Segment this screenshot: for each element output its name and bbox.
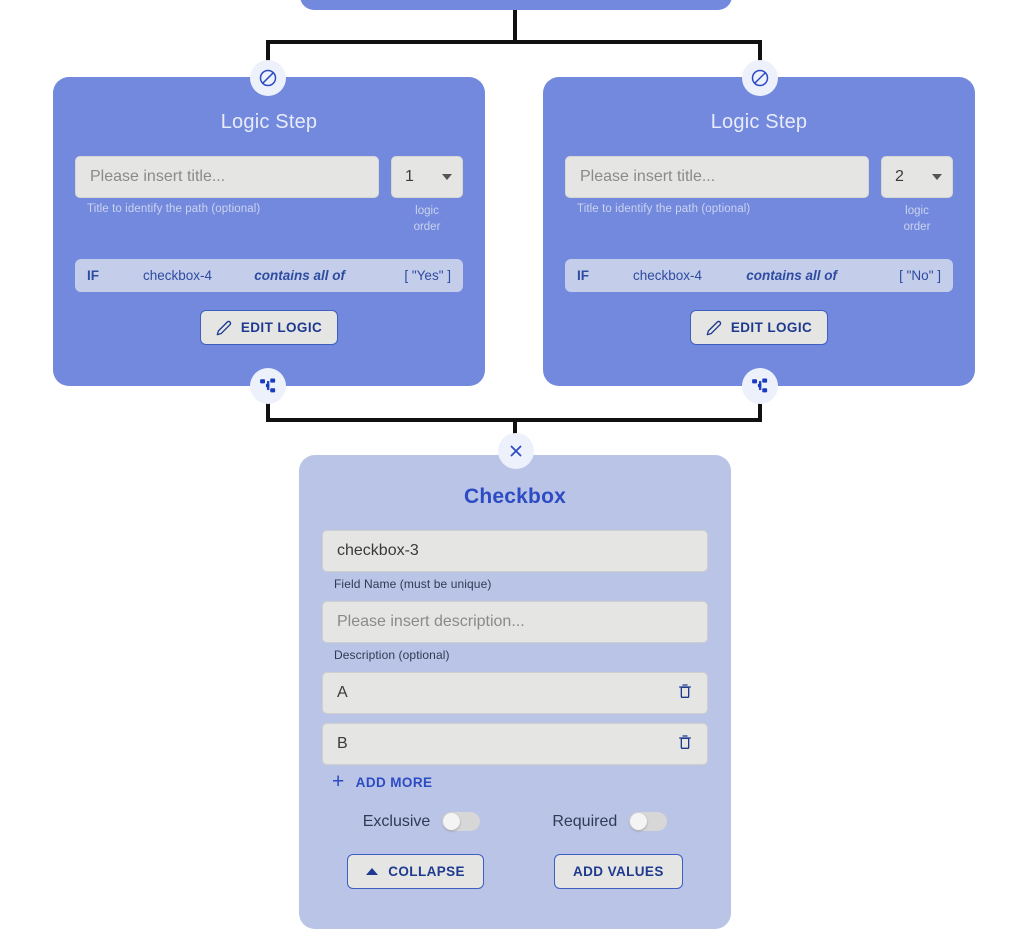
condition-value-1: [ "Yes" ]	[404, 268, 451, 283]
exclusive-toggle-group: Exclusive	[363, 812, 481, 831]
chevron-down-icon	[442, 174, 452, 180]
chevron-down-icon	[932, 174, 942, 180]
title-input-placeholder-1: Please insert title...	[90, 168, 226, 185]
block-circle-slash-icon-badge-1[interactable]	[250, 60, 286, 96]
pencil-icon	[216, 320, 232, 335]
pencil-icon	[706, 320, 722, 335]
condition-value-2: [ "No" ]	[899, 268, 941, 283]
title-input-2[interactable]: Please insert title...	[565, 156, 869, 198]
logic-step-card-1[interactable]: Logic Step Please insert title... Title …	[53, 77, 485, 386]
condition-keyword-1: IF	[87, 268, 99, 283]
edit-logic-label-1: EDIT LOGIC	[240, 320, 323, 335]
connector-vertical-top	[513, 10, 517, 44]
logic-step-title-row-2: Please insert title... Title to identify…	[543, 156, 975, 235]
value-text-a: A	[337, 684, 348, 701]
trash-icon[interactable]	[677, 733, 693, 756]
exclusive-label: Exclusive	[362, 812, 431, 830]
condition-operator-2: contains all of	[746, 268, 838, 283]
add-more-label: ADD MORE	[355, 774, 433, 790]
toggle-knob	[630, 813, 648, 830]
logic-order-select-2[interactable]: 2	[881, 156, 953, 198]
checkbox-panel-body: checkbox-3 Field Name (must be unique) P…	[299, 530, 731, 889]
logic-order-helper-2: logic order	[903, 205, 931, 233]
value-input-b[interactable]: B	[322, 723, 708, 765]
condition-bar-1[interactable]: IF checkbox-4 contains all of [ "Yes" ]	[75, 259, 463, 292]
required-label: Required	[552, 812, 618, 830]
parent-node-card[interactable]	[300, 0, 732, 10]
connector-vertical-right	[758, 40, 762, 74]
logic-order-helper-1: logic order	[413, 205, 441, 233]
field-name-input[interactable]: checkbox-3	[322, 530, 708, 572]
close-x-icon-badge[interactable]	[498, 433, 534, 469]
value-text-b: B	[337, 735, 348, 752]
checkbox-panel-title: Checkbox	[464, 485, 566, 508]
logic-order-value-1: 1	[405, 168, 414, 185]
block-circle-slash-icon-badge-2[interactable]	[742, 60, 778, 96]
value-input-a[interactable]: A	[322, 672, 708, 714]
logic-step-title-row-1: Please insert title... Title to identify…	[53, 156, 485, 235]
connector-vertical-left-bottom	[266, 390, 270, 422]
checkbox-field-panel[interactable]: Checkbox checkbox-3 Field Name (must be …	[299, 455, 731, 929]
logic-order-select-1[interactable]: 1	[391, 156, 463, 198]
add-values-button[interactable]: ADD VALUES	[553, 854, 683, 889]
logic-step-title-1: Logic Step	[220, 111, 318, 133]
hierarchy-icon	[752, 378, 768, 393]
value-row: A	[322, 672, 708, 714]
logic-order-value-2: 2	[895, 168, 904, 185]
toggle-group: Exclusive Required	[322, 812, 708, 831]
connector-horizontal-top	[266, 40, 762, 44]
add-values-label: ADD VALUES	[572, 864, 664, 879]
collapse-label: COLLAPSE	[388, 864, 465, 879]
block-circle-slash-icon	[259, 69, 277, 87]
required-toggle[interactable]	[629, 812, 668, 831]
condition-operator-1: contains all of	[254, 268, 345, 283]
condition-field-2: checkbox-4	[633, 268, 703, 283]
condition-bar-2[interactable]: IF checkbox-4 contains all of [ "No" ]	[565, 259, 953, 292]
field-name-value: checkbox-3	[337, 542, 419, 559]
condition-keyword-2: IF	[577, 268, 589, 283]
description-placeholder: Please insert description...	[337, 613, 525, 630]
block-circle-slash-icon	[751, 69, 769, 87]
hierarchy-icon	[260, 378, 276, 393]
logic-step-card-2[interactable]: Logic Step Please insert title... Title …	[543, 77, 975, 386]
title-input-placeholder-2: Please insert title...	[580, 168, 716, 185]
field-name-helper: Field Name (must be unique)	[334, 577, 492, 591]
connector-vertical-bottom	[513, 418, 517, 442]
chevron-up-icon	[366, 868, 379, 875]
checkbox-panel-actions: COLLAPSE ADD VALUES	[322, 854, 708, 889]
edit-logic-button-1[interactable]: EDIT LOGIC	[200, 310, 338, 345]
description-input[interactable]: Please insert description...	[322, 601, 708, 643]
hierarchy-icon-badge-1[interactable]	[250, 368, 286, 404]
value-row: B	[322, 723, 708, 765]
required-toggle-group: Required	[552, 812, 668, 831]
edit-logic-label-2: EDIT LOGIC	[730, 320, 813, 335]
toggle-knob	[443, 813, 461, 830]
description-helper: Description (optional)	[334, 648, 450, 662]
hierarchy-icon-badge-2[interactable]	[742, 368, 778, 404]
title-helper-2: Title to identify the path (optional)	[577, 203, 751, 215]
exclusive-toggle[interactable]	[442, 812, 481, 831]
trash-icon[interactable]	[677, 682, 693, 705]
connector-vertical-left	[266, 40, 270, 74]
add-more-button[interactable]: + ADD MORE	[332, 770, 708, 793]
title-helper-1: Title to identify the path (optional)	[87, 203, 261, 215]
condition-field-1: checkbox-4	[143, 268, 213, 283]
edit-logic-button-2[interactable]: EDIT LOGIC	[690, 310, 828, 345]
close-x-icon	[510, 445, 522, 457]
logic-step-title-2: Logic Step	[710, 111, 808, 133]
title-input-1[interactable]: Please insert title...	[75, 156, 379, 198]
collapse-button[interactable]: COLLAPSE	[347, 854, 484, 889]
connector-vertical-right-bottom	[758, 390, 762, 422]
plus-icon: +	[332, 770, 345, 793]
